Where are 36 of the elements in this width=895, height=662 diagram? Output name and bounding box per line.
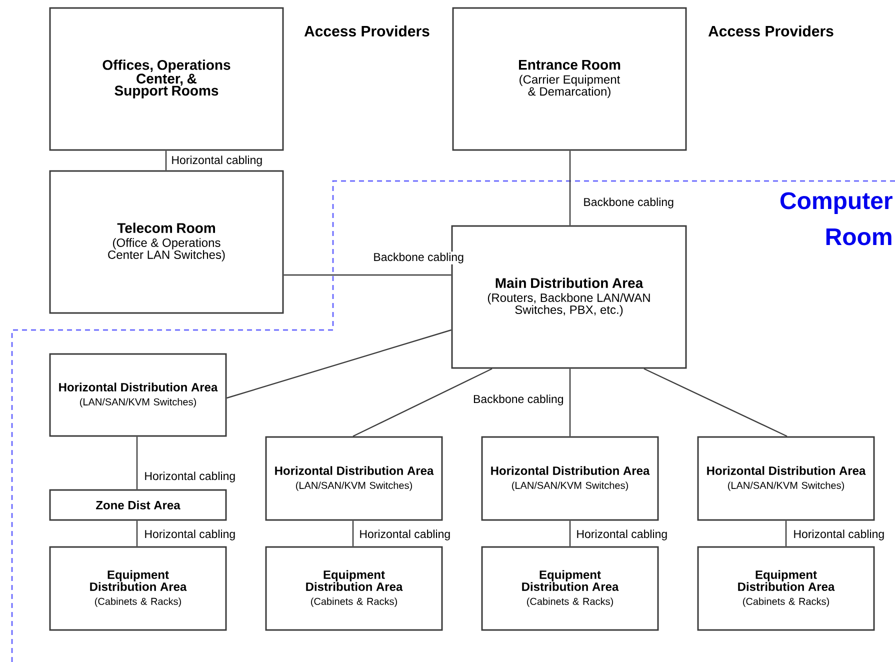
edge-label: Horizontal cabling <box>143 528 237 542</box>
edge-label: Backbone cabling <box>472 394 565 406</box>
area-box: Equipment Distribution Area (Cabinets & Racks) <box>481 546 659 631</box>
area-box: Telecom Room (Office & Operations Center LAN Switches) <box>49 170 284 314</box>
cable-line <box>785 520 787 546</box>
area-box: Equipment Distribution Area (Cabinets & Racks) <box>697 546 875 631</box>
cable-line <box>284 274 452 276</box>
edge-label: Horizontal cabling <box>143 470 237 484</box>
edge-label: Horizontal cabling <box>792 528 886 542</box>
area-box: Entrance Room (Carrier Equipment & Demarcation) <box>452 7 687 151</box>
cable-line <box>136 436 138 490</box>
area-box: Equipment Distribution Area (Cabinets & Racks) <box>49 546 227 631</box>
area-box: Equipment Distribution Area (Cabinets & Racks) <box>265 546 443 631</box>
edge-label: Horizontal cabling <box>170 154 264 168</box>
edge-label: Backbone cabling <box>582 196 675 210</box>
area-box: Offices, Operations Center, & Support Rooms <box>49 7 284 151</box>
edge-label: Horizontal cabling <box>358 528 452 542</box>
cable-line <box>569 150 571 226</box>
cable-line <box>352 520 354 546</box>
edge-label: Backbone cabling <box>372 252 465 264</box>
cable-line <box>644 368 788 437</box>
cable-line <box>352 368 492 437</box>
area-box: Horizontal Distribution Area (LAN/SAN/KVM Switches) <box>697 436 875 521</box>
area-box: Horizontal Distribution Area (LAN/SAN/KVM Switches) <box>481 436 659 521</box>
area-box: Horizontal Distribution Area (LAN/SAN/KVM Switches) <box>49 353 227 437</box>
edge-label: Horizontal cabling <box>575 528 669 542</box>
provider-label: Access Providers <box>708 26 834 36</box>
cable-line <box>569 368 571 436</box>
cable-line <box>136 520 138 546</box>
provider-label: Access Providers <box>304 26 430 36</box>
cable-line <box>569 520 571 546</box>
cable-line <box>226 329 452 399</box>
area-box: Horizontal Distribution Area (LAN/SAN/KVM Switches) <box>265 436 443 521</box>
area-box: Zone Dist Area <box>49 489 227 521</box>
cable-line <box>165 150 167 170</box>
area-title: Computer Room <box>780 192 892 246</box>
